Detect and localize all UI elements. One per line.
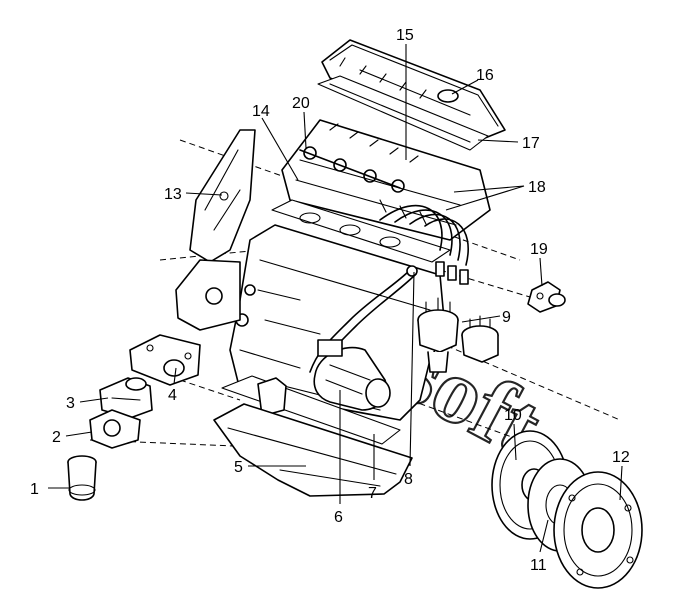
callout-2: 2 bbox=[52, 429, 61, 446]
callout-12: 12 bbox=[612, 449, 630, 466]
callout-6: 6 bbox=[334, 509, 343, 526]
callouts: 1 2 3 4 5 6 7 8 9 10 11 12 13 14 15 16 1… bbox=[30, 27, 630, 574]
callout-7: 7 bbox=[368, 485, 377, 502]
callout-10: 10 bbox=[504, 407, 522, 424]
oil-filter-housing bbox=[89, 409, 141, 449]
callout-5: 5 bbox=[234, 459, 243, 476]
timing-cover bbox=[189, 129, 256, 263]
callout-1: 1 bbox=[30, 481, 39, 498]
callout-8: 8 bbox=[404, 471, 413, 488]
thermostat-housing bbox=[527, 281, 566, 313]
cylinder-head bbox=[281, 119, 491, 241]
callout-19: 19 bbox=[530, 241, 548, 258]
leader-lines bbox=[48, 44, 623, 553]
pressure-plate bbox=[553, 471, 643, 589]
engine-mount bbox=[129, 334, 201, 386]
oil-pan bbox=[213, 403, 413, 497]
callout-16: 16 bbox=[476, 67, 494, 84]
callout-17: 17 bbox=[522, 135, 540, 152]
callout-20: 20 bbox=[292, 95, 310, 112]
callout-18: 18 bbox=[528, 179, 546, 196]
valve-cover-gasket bbox=[317, 75, 489, 151]
valve-cover bbox=[321, 39, 506, 141]
callout-15: 15 bbox=[396, 27, 414, 44]
head-gasket bbox=[271, 199, 451, 263]
alternator bbox=[313, 339, 391, 411]
front-plate bbox=[175, 259, 241, 331]
water-pump bbox=[99, 377, 153, 419]
callout-9: 9 bbox=[502, 309, 511, 326]
spark-plug-wires bbox=[379, 204, 469, 285]
callout-4: 4 bbox=[168, 387, 177, 404]
distributor bbox=[417, 297, 499, 373]
callout-3: 3 bbox=[66, 395, 75, 412]
oil-filter bbox=[67, 455, 97, 501]
callout-13: 13 bbox=[164, 186, 182, 203]
callout-14: 14 bbox=[252, 103, 270, 120]
callout-11: 11 bbox=[530, 557, 547, 574]
